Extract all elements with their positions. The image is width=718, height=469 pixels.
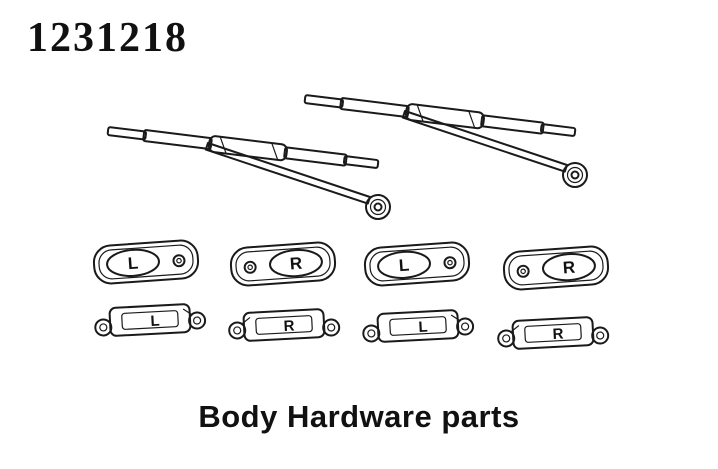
bracket-left-1-label: L: [150, 313, 160, 330]
part-number: 1231218: [27, 15, 188, 61]
clamp-right-2-label: R: [562, 258, 576, 278]
wiper-assembly-left: [106, 122, 391, 220]
bracket-right-1-label: R: [283, 317, 295, 335]
bracket-left-2-label: L: [418, 319, 428, 336]
clamp-left-1-label: L: [127, 254, 139, 274]
caption: Body Hardware parts: [198, 399, 520, 434]
clamp-left-1: L: [91, 238, 201, 286]
wiper-assembly-right: [303, 90, 588, 188]
clamp-right-1-shape: [228, 240, 338, 288]
clamp-right-1: R: [228, 240, 338, 288]
clamp-left-2-label: L: [398, 256, 410, 276]
bracket-right-2-label: R: [552, 325, 564, 343]
clamp-left-2: L: [362, 240, 472, 288]
bracket-left-2: L: [361, 308, 475, 344]
bracket-left-1: L: [93, 302, 207, 338]
clamp-right-2-shape: [501, 244, 611, 292]
clamp-left-2-shape: [362, 240, 472, 288]
bracket-right-1: R: [227, 307, 341, 343]
bracket-right-2: R: [496, 315, 610, 351]
clamp-left-1-shape: [91, 238, 201, 286]
clamp-right-2: R: [501, 244, 611, 292]
clamp-right-1-label: R: [289, 254, 303, 274]
